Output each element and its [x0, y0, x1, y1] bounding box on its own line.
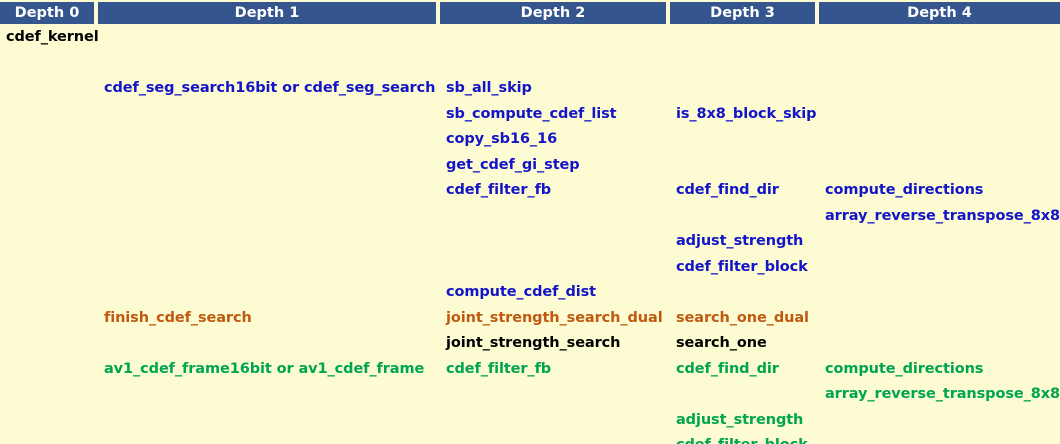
call-entry-compute-directions: compute_directions	[825, 182, 984, 198]
call-entry-joint-strength-search-dual: joint_strength_search_dual	[446, 309, 663, 326]
call-entry-is-8x8-block-skip: is_8x8_block_skip	[676, 105, 817, 122]
call-entry-finish-cdef-search: finish_cdef_search	[104, 309, 252, 326]
call-entry-cdef-find-dir: cdef_find_dir	[676, 182, 779, 198]
column-header-depth-0: Depth 0	[0, 2, 94, 24]
call-entry-copy-sb16-16: copy_sb16_16	[446, 131, 558, 147]
call-entry-cdef-filter-fb: cdef_filter_fb	[446, 182, 552, 198]
call-entry-cdef-filter-block: cdef_filter_block	[676, 436, 808, 444]
call-entry-compute-directions: compute_directions	[825, 360, 984, 377]
column-header-depth-4: Depth 4	[819, 2, 1060, 24]
call-entry-adjust-strength: adjust_strength	[676, 233, 804, 249]
call-entry-cdef-find-dir: cdef_find_dir	[676, 360, 779, 377]
call-entry-sb-all-skip: sb_all_skip	[446, 80, 532, 96]
table-body: cdef_kernel cdef_seg_search16bit or cdef_…	[0, 26, 1060, 444]
call-entry-sb-compute-cdef-list: sb_compute_cdef_list	[446, 105, 617, 122]
call-entry-cdef-seg-search16bit-or-cdef-seg-search: cdef_seg_search16bit or cdef_seg_search	[104, 80, 436, 96]
call-entry-adjust-strength: adjust_strength	[676, 411, 804, 428]
call-entry-cdef-kernel: cdef_kernel	[6, 29, 99, 45]
call-entry-search-one: search_one	[676, 335, 767, 351]
call-entry-array-reverse-transpose-8x8: array_reverse_transpose_8x8	[825, 207, 1060, 224]
call-entry-compute-cdef-dist: compute_cdef_dist	[446, 284, 596, 300]
call-entry-search-one-dual: search_one_dual	[676, 309, 809, 326]
call-entry-cdef-filter-block: cdef_filter_block	[676, 258, 808, 275]
column-header-depth-2: Depth 2	[440, 2, 666, 24]
column-header-depth-3: Depth 3	[670, 2, 815, 24]
call-entry-cdef-filter-fb: cdef_filter_fb	[446, 360, 552, 377]
column-header-depth-1: Depth 1	[98, 2, 436, 24]
call-entry-array-reverse-transpose-8x8: array_reverse_transpose_8x8	[825, 386, 1060, 402]
call-entry-av1-cdef-frame16bit-or-av1-cdef-frame: av1_cdef_frame16bit or av1_cdef_frame	[104, 360, 425, 377]
call-entry-get-cdef-gi-step: get_cdef_gi_step	[446, 156, 580, 173]
call-entry-joint-strength-search: joint_strength_search	[446, 335, 621, 351]
